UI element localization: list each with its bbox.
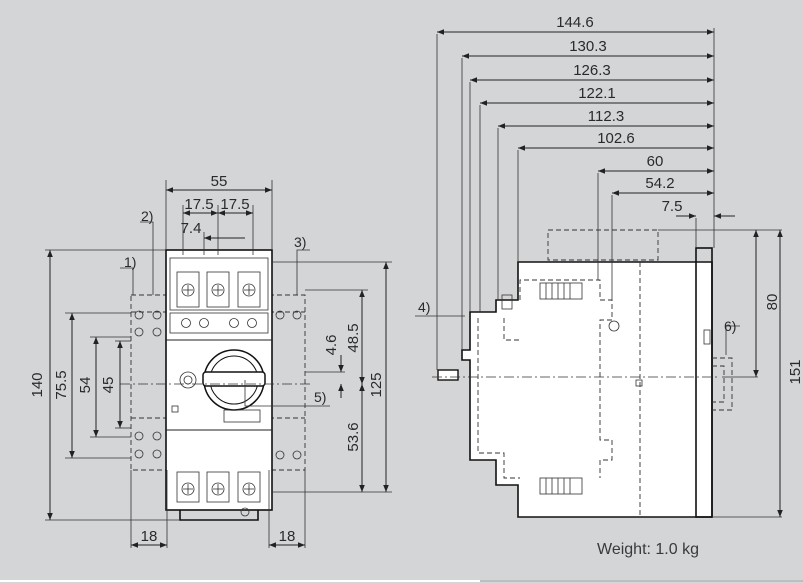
- dim-height-total: 140: [29, 372, 46, 397]
- front-view: 55 17.5 17.5 7.4 140 75.5 54 45 4.6 48.5…: [29, 173, 392, 548]
- dim-height-80: 80: [764, 294, 781, 311]
- dim-width-total: 55: [211, 173, 228, 190]
- dim-accessory-left-width: 18: [141, 528, 158, 545]
- dim-height-151: 151: [787, 359, 803, 384]
- callout-3: 3): [294, 234, 306, 250]
- depth-112-3: 112.3: [588, 108, 624, 125]
- depth-130-3: 130.3: [569, 38, 607, 55]
- callout-1: 1): [124, 254, 136, 270]
- dim-height-45: 45: [100, 377, 117, 394]
- dim-pole-spacing-left: 17.5: [184, 196, 213, 213]
- depth-126-3: 126.3: [573, 62, 611, 79]
- dim-height-53-6: 53.6: [345, 422, 362, 451]
- callout-6: 6): [724, 318, 736, 334]
- top-spring-terminal: [539, 282, 583, 300]
- left-auxiliary-block: [130, 294, 168, 471]
- side-view: 144.6 130.3 126.3 122.1 112.3 102.6 60 5…: [415, 14, 803, 518]
- top-terminals: [176, 271, 261, 308]
- dim-height-4-6: 4.6: [323, 335, 340, 356]
- callout-4: 4): [418, 299, 430, 315]
- depth-54-2: 54.2: [645, 175, 674, 192]
- callout-2: 2): [141, 208, 153, 224]
- bottom-spring-terminal: [539, 477, 583, 495]
- front-dimension-lines: [47, 187, 389, 548]
- bottom-terminals: [176, 471, 261, 503]
- depth-7-5: 7.5: [662, 198, 683, 215]
- depth-102-6: 102.6: [597, 130, 635, 147]
- depth-122-1: 122.1: [578, 85, 616, 102]
- dim-accessory-right-width: 18: [279, 528, 296, 545]
- depth-60: 60: [647, 153, 664, 170]
- dim-height-75: 75.5: [53, 370, 70, 399]
- dim-height-125: 125: [368, 372, 385, 397]
- dim-offset-small: 7.4: [181, 220, 202, 237]
- depth-144-6: 144.6: [556, 14, 594, 31]
- side-dimension-lines: [437, 29, 783, 517]
- right-auxiliary-block: [268, 294, 306, 471]
- motor-starter-front: [165, 249, 273, 521]
- dim-height-48-5: 48.5: [345, 323, 362, 352]
- dim-pole-spacing-right: 17.5: [220, 196, 249, 213]
- dim-height-54: 54: [77, 377, 94, 394]
- weight-label: Weight: 1.0 kg: [597, 541, 699, 558]
- rotary-handle: [202, 349, 266, 411]
- callout-5: 5): [314, 389, 326, 405]
